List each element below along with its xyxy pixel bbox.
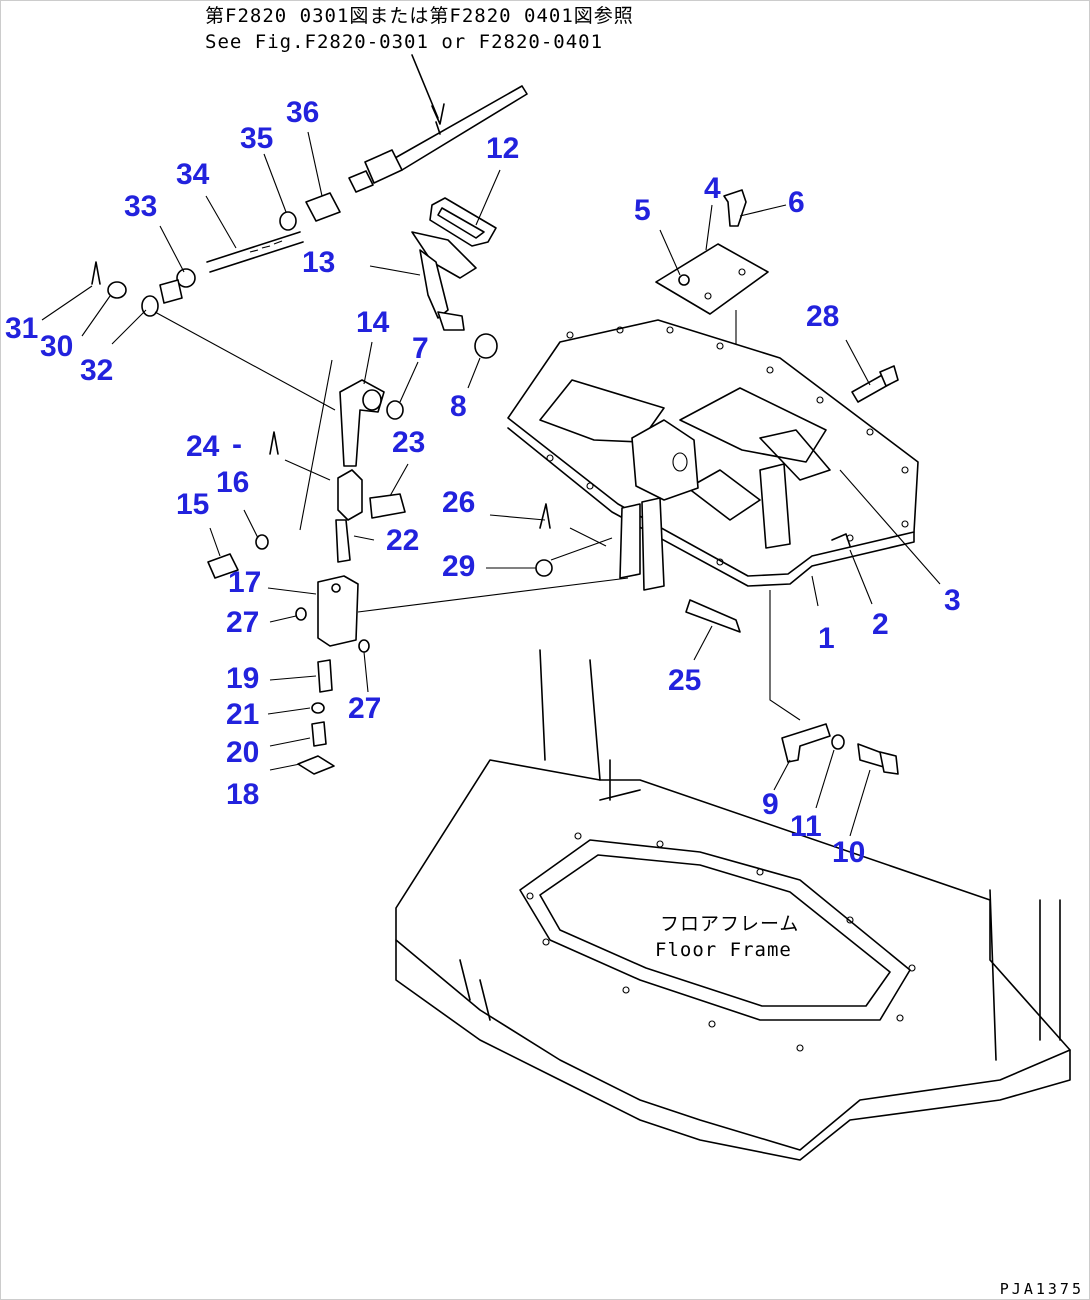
callout-21: 21 <box>226 698 259 731</box>
clip-part-26 <box>539 503 551 529</box>
bolt-part-25 <box>685 599 741 633</box>
callout-1: 1 <box>818 622 835 655</box>
callout-22: 22 <box>386 524 419 557</box>
callout-4: 4 <box>704 172 721 205</box>
cotter-pin-leader-24 <box>284 459 331 481</box>
bracket-center-line <box>357 577 629 613</box>
callout-23: 23 <box>392 426 425 459</box>
reference-note-english: See Fig.F2820-0301 or F2820-0401 <box>205 31 603 53</box>
nut-part-29 <box>535 559 553 577</box>
bolt-head-part-28 <box>879 365 899 387</box>
callout-17: 17 <box>228 566 261 599</box>
bracket-part-14 <box>339 379 385 467</box>
floor-frame-label-english: Floor Frame <box>655 939 792 961</box>
pin-part-15 <box>207 553 239 579</box>
callout-10: 10 <box>832 836 865 869</box>
callout-35: 35 <box>240 122 273 155</box>
callout-24: 24 <box>186 430 220 463</box>
opening-part-3 <box>759 429 831 481</box>
callout-29: 29 <box>442 550 475 583</box>
cotter-pin-part-31 <box>91 261 101 285</box>
callout-5: 5 <box>634 194 651 227</box>
floor-frame <box>395 649 1071 1161</box>
nut-part-35 <box>279 211 297 231</box>
callout-15: 15 <box>176 488 209 521</box>
washer-part-16 <box>255 534 269 550</box>
nut-part-30 <box>107 281 127 299</box>
ball-joint-part-32 <box>159 279 183 304</box>
bracket-leg-right <box>641 497 665 591</box>
bolt-head-part-10 <box>879 751 899 775</box>
rod-assembly <box>91 192 341 317</box>
boot-part-12 <box>429 197 497 247</box>
callout-13: 13 <box>302 246 335 279</box>
joint-eye-part-32 <box>141 295 159 317</box>
bracket-part-9 <box>781 723 831 763</box>
housing <box>631 419 699 501</box>
sleeve-part-36 <box>305 192 341 222</box>
callout-8: 8 <box>450 390 467 423</box>
cotter-pin-part-24 <box>269 431 279 455</box>
block-part-17 <box>317 575 359 647</box>
hanger-line <box>769 590 801 721</box>
callout-28: 28 <box>806 300 839 333</box>
callout-24-dash: - <box>232 428 242 461</box>
clip-leader-26 <box>569 527 607 547</box>
floor-frame-label-japanese: フロアフレーム <box>660 913 799 935</box>
callout-32: 32 <box>80 354 113 387</box>
spring-part-19 <box>317 659 333 693</box>
callout-7: 7 <box>412 332 429 365</box>
callout-2: 2 <box>872 608 889 641</box>
callout-14: 14 <box>356 306 390 339</box>
reference-arrow-head <box>431 103 445 125</box>
nut-part-7 <box>386 400 404 420</box>
reference-note: 第F2820 0301図または第F2820 0401図参照 See Fig.F2… <box>205 5 634 53</box>
floor-plate-part-1 <box>507 319 919 591</box>
clip-part-2 <box>831 533 851 547</box>
callout-30: 30 <box>40 330 73 363</box>
nut-center-line-29 <box>550 537 613 561</box>
plate-part-18 <box>297 755 335 775</box>
callout-26: 26 <box>442 486 475 519</box>
callout-27-left: 27 <box>226 606 259 639</box>
lever-part-13 <box>411 231 477 331</box>
hole-part-5 <box>678 274 690 286</box>
callout-34: 34 <box>176 158 210 191</box>
callout-36: 36 <box>286 96 319 129</box>
callout-25: 25 <box>668 664 701 697</box>
bracket-leg-left <box>619 503 641 579</box>
spring-part-20 <box>311 721 327 747</box>
callout-27-right: 27 <box>348 692 381 725</box>
callout-9: 9 <box>762 788 779 821</box>
cover-plate-part-4 <box>655 243 769 315</box>
washer-part-27-left <box>295 607 307 621</box>
bolt-part-23 <box>369 493 406 519</box>
leader-lines <box>41 131 941 837</box>
pin-leader-curve <box>299 359 333 531</box>
control-cable <box>348 85 528 193</box>
bolt-part-6 <box>723 189 747 227</box>
drawing-code: PJA1375 <box>1000 1280 1084 1298</box>
washer-part-27-right <box>358 639 370 653</box>
rod-center-line <box>154 311 336 411</box>
callout-numbers: 1 2 3 4 5 6 7 8 9 10 11 12 13 14 15 16 1… <box>5 96 961 869</box>
callout-19: 19 <box>226 662 259 695</box>
reference-arrow-line <box>411 54 439 119</box>
callout-18: 18 <box>226 778 259 811</box>
callout-11: 11 <box>790 810 822 843</box>
reference-note-japanese: 第F2820 0301図または第F2820 0401図参照 <box>205 5 634 27</box>
callout-20: 20 <box>226 736 259 769</box>
callout-33: 33 <box>124 190 157 223</box>
washer-part-21 <box>311 702 325 714</box>
callout-3: 3 <box>944 584 961 617</box>
washer-part-11 <box>831 734 845 750</box>
callout-6: 6 <box>788 186 805 219</box>
bushing-part-8 <box>474 333 498 359</box>
callout-16: 16 <box>216 466 249 499</box>
nut-part-33 <box>176 268 196 288</box>
callout-31: 31 <box>5 312 38 345</box>
callout-12: 12 <box>486 132 519 165</box>
pin-part-22 <box>335 469 363 563</box>
